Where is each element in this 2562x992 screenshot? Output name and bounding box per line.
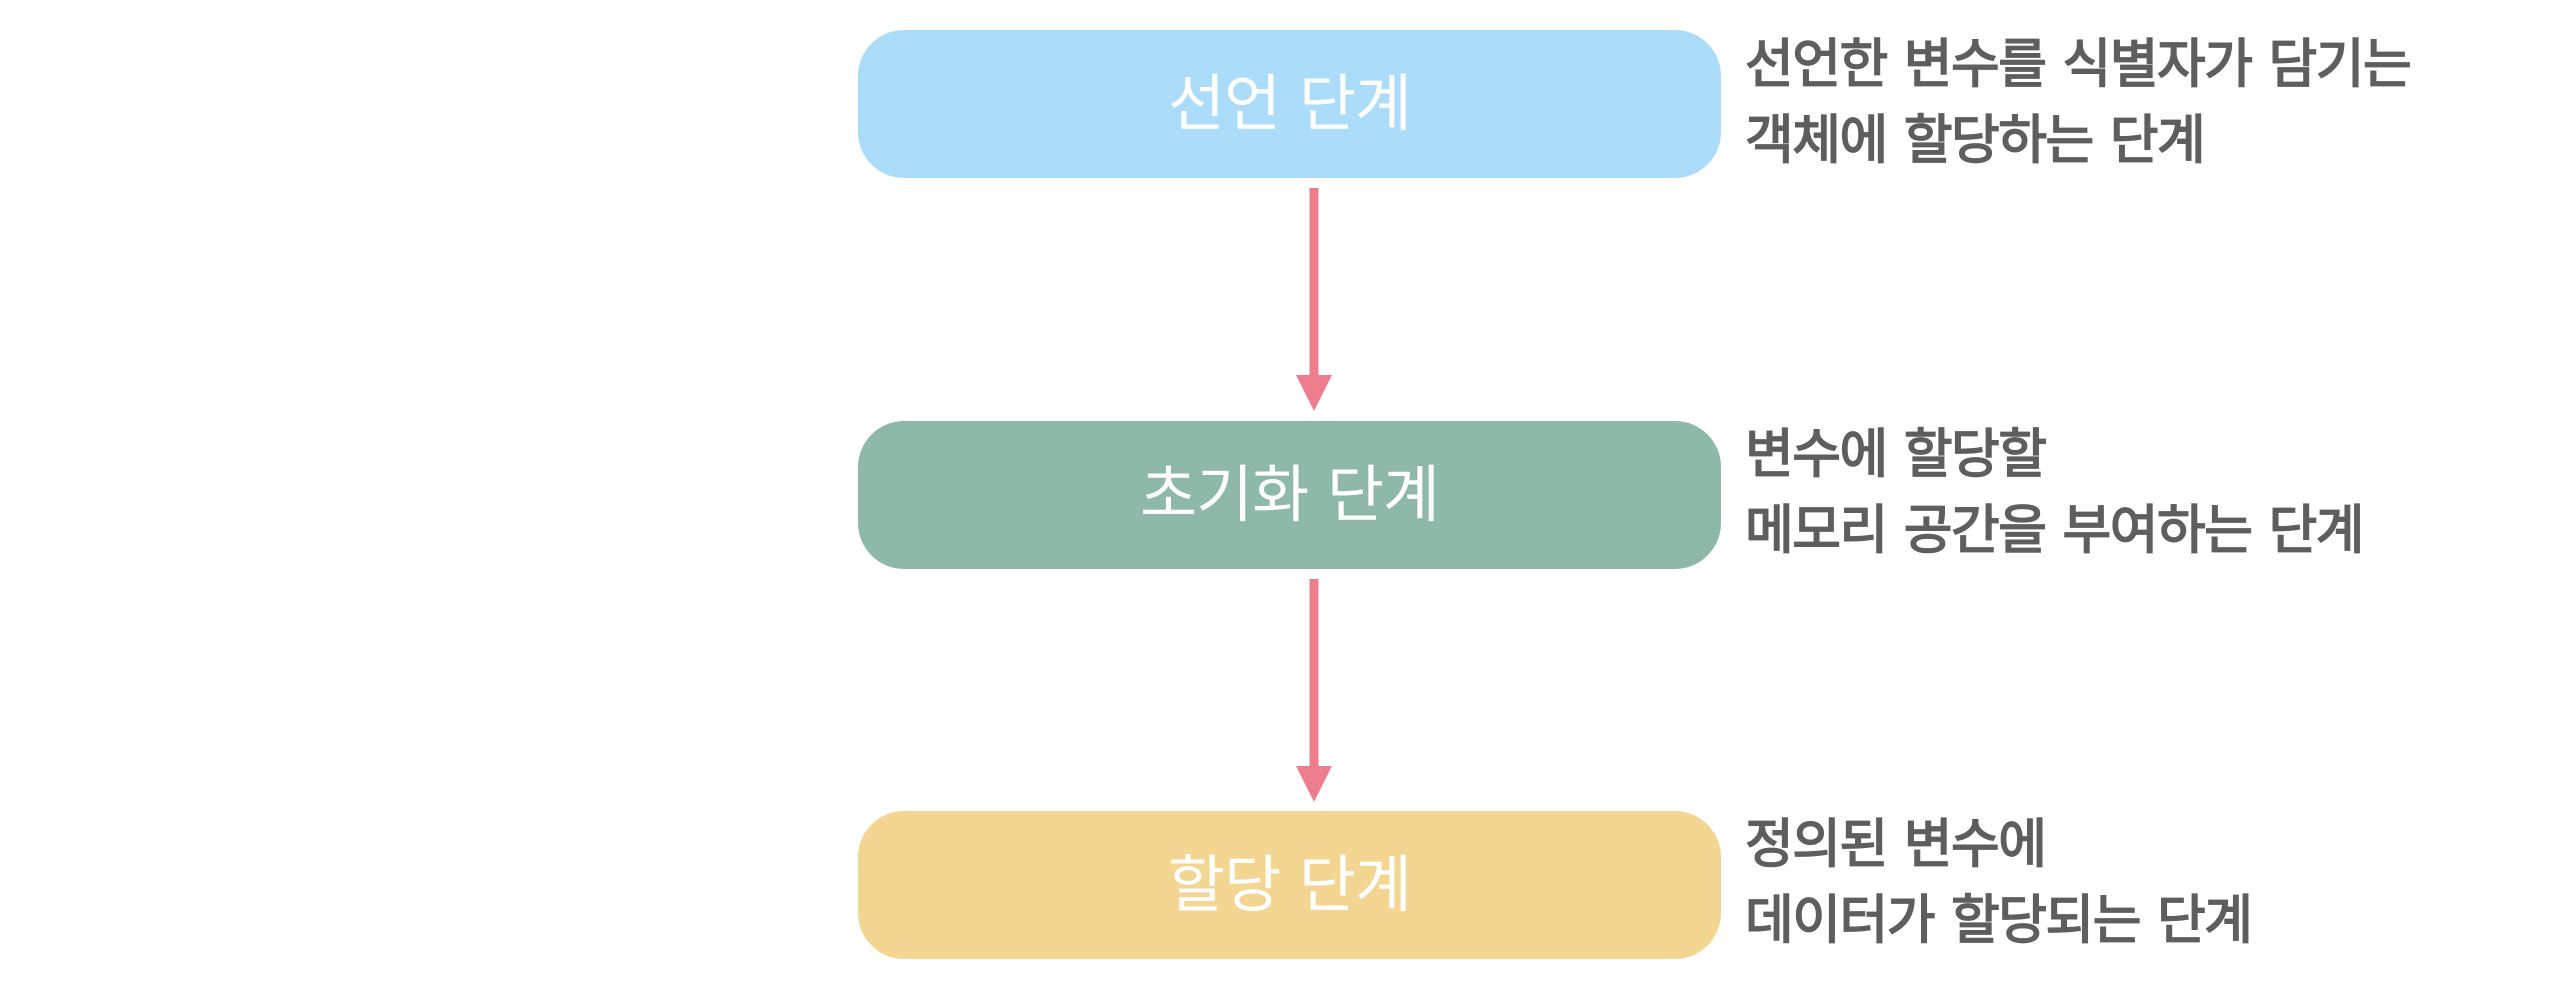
arrow-shaft xyxy=(1309,188,1319,378)
stage-initialization-description: 변수에 할당할 메모리 공간을 부여하는 단계 xyxy=(1745,417,2364,569)
stage-declaration-label: 선언 단계 xyxy=(1168,67,1412,140)
description-line: 정의된 변수에 xyxy=(1745,814,2047,875)
arrow-down-icon xyxy=(1296,188,1332,411)
arrow-shaft xyxy=(1309,579,1319,769)
arrow-down-icon xyxy=(1296,579,1332,802)
stage-declaration-box: 선언 단계 xyxy=(858,30,1721,178)
description-line: 데이터가 할당되는 단계 xyxy=(1745,890,2253,951)
stage-declaration-description: 선언한 변수를 식별자가 담기는 객체에 할당하는 단계 xyxy=(1745,27,2412,179)
stage-initialization-label: 초기화 단계 xyxy=(1140,458,1440,531)
stage-assignment-description: 정의된 변수에 데이터가 할당되는 단계 xyxy=(1745,807,2253,959)
description-line: 메모리 공간을 부여하는 단계 xyxy=(1745,500,2364,561)
arrow-head xyxy=(1296,375,1332,411)
stage-assignment-label: 할당 단계 xyxy=(1168,848,1412,921)
arrow-head xyxy=(1296,766,1332,802)
stage-initialization-box: 초기화 단계 xyxy=(858,421,1721,569)
description-line: 선언한 변수를 식별자가 담기는 xyxy=(1745,34,2412,95)
stage-assignment-box: 할당 단계 xyxy=(858,811,1721,959)
description-line: 변수에 할당할 xyxy=(1745,424,2047,485)
description-line: 객체에 할당하는 단계 xyxy=(1745,110,2206,171)
